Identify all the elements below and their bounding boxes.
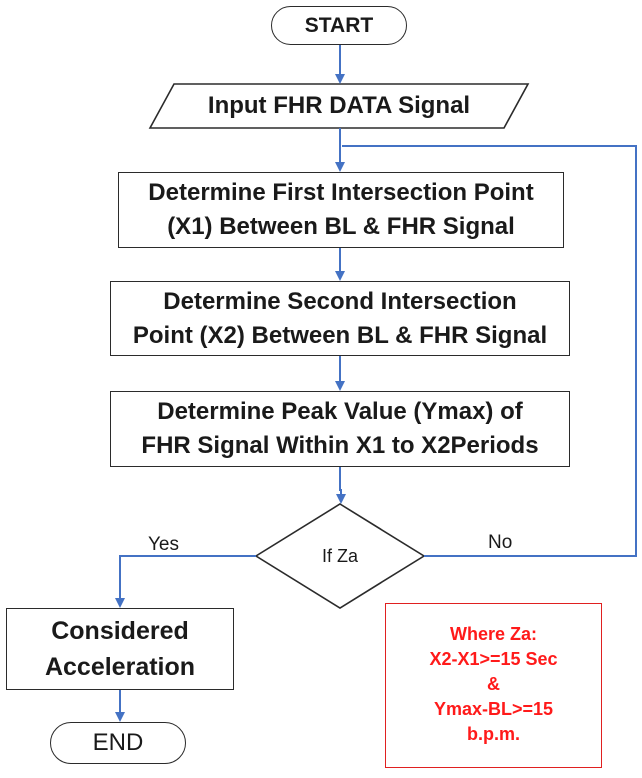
input-label: Input FHR DATA Signal [207,92,471,119]
step-first-intersection: Determine First Intersection Point (X1) … [118,172,564,248]
decision-diamond [254,503,426,609]
note-line-5: b.p.m. [467,724,520,744]
connector-decision-yes [115,555,256,608]
start-terminal: START [271,6,407,45]
step-second-intersection: Determine Second Intersection Point (X2)… [110,281,570,356]
end-label: END [92,729,144,756]
step-first-intersection-label: Determine First Intersection Point (X1) … [148,179,534,240]
result-label: Considered Acceleration [44,617,196,681]
decision-node: If Za [280,538,400,574]
decision-label: If Za [321,545,358,566]
note-line-3: & [487,674,500,694]
note-line-2: X2-X1>=15 Sec [429,649,558,669]
yes-label: Yes [148,534,179,555]
start-label: START [304,13,374,37]
connector-step3-to-decision [336,467,346,504]
note-line-1: Where Za: [449,624,537,644]
no-label: No [488,532,513,553]
step-peak-value-label: Determine Peak Value (Ymax) of FHR Signa… [141,398,539,459]
step-second-intersection-label: Determine Second Intersection Point (X2)… [132,287,548,349]
result-acceleration: Considered Acceleration [6,608,234,690]
input-step: Input FHR DATA Signal [150,84,528,128]
condition-note: Where Za: X2-X1>=15 Sec & Ymax-BL>=15 b.… [385,603,602,768]
step-peak-value: Determine Peak Value (Ymax) of FHR Signa… [110,391,570,467]
note-line-4: Ymax-BL>=15 [433,699,554,719]
end-terminal: END [50,722,186,764]
connector-decision-no-loop [342,145,637,557]
input-parallelogram [148,83,530,129]
